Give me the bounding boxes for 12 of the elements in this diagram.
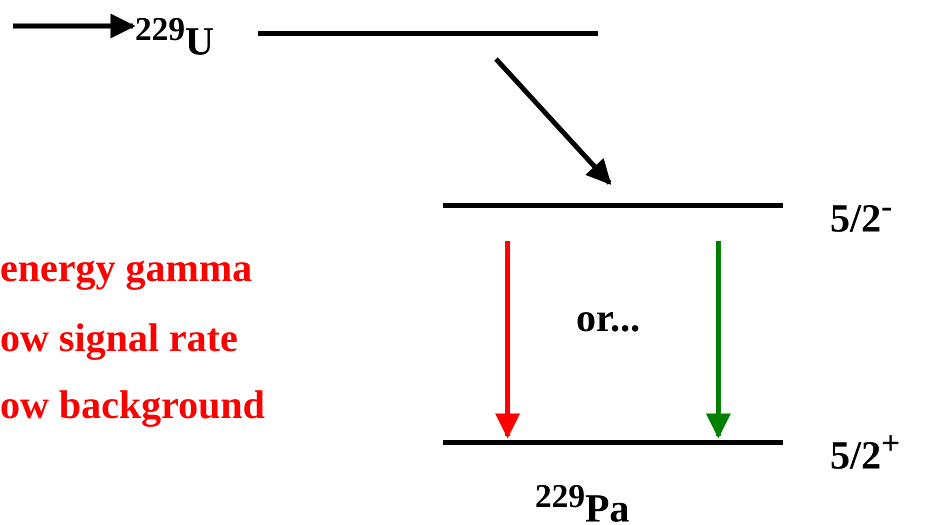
arrow bbox=[495, 241, 520, 438]
property-note: ow background bbox=[0, 382, 265, 428]
spin-parity-label: 5/2$^{-}$ bbox=[830, 187, 892, 240]
property-note: energy gamma bbox=[0, 245, 252, 291]
transition-note: or... bbox=[576, 295, 640, 341]
spin-parity-label: 5/2$^{+}$ bbox=[830, 424, 900, 478]
arrow bbox=[706, 241, 731, 438]
arrow bbox=[13, 14, 136, 38]
nucleus-label: $^{229}$Pa bbox=[535, 477, 630, 525]
nucleus-label: $^{229}$U bbox=[135, 10, 214, 64]
property-note: ow signal rate bbox=[0, 315, 238, 361]
arrow bbox=[494, 57, 612, 185]
